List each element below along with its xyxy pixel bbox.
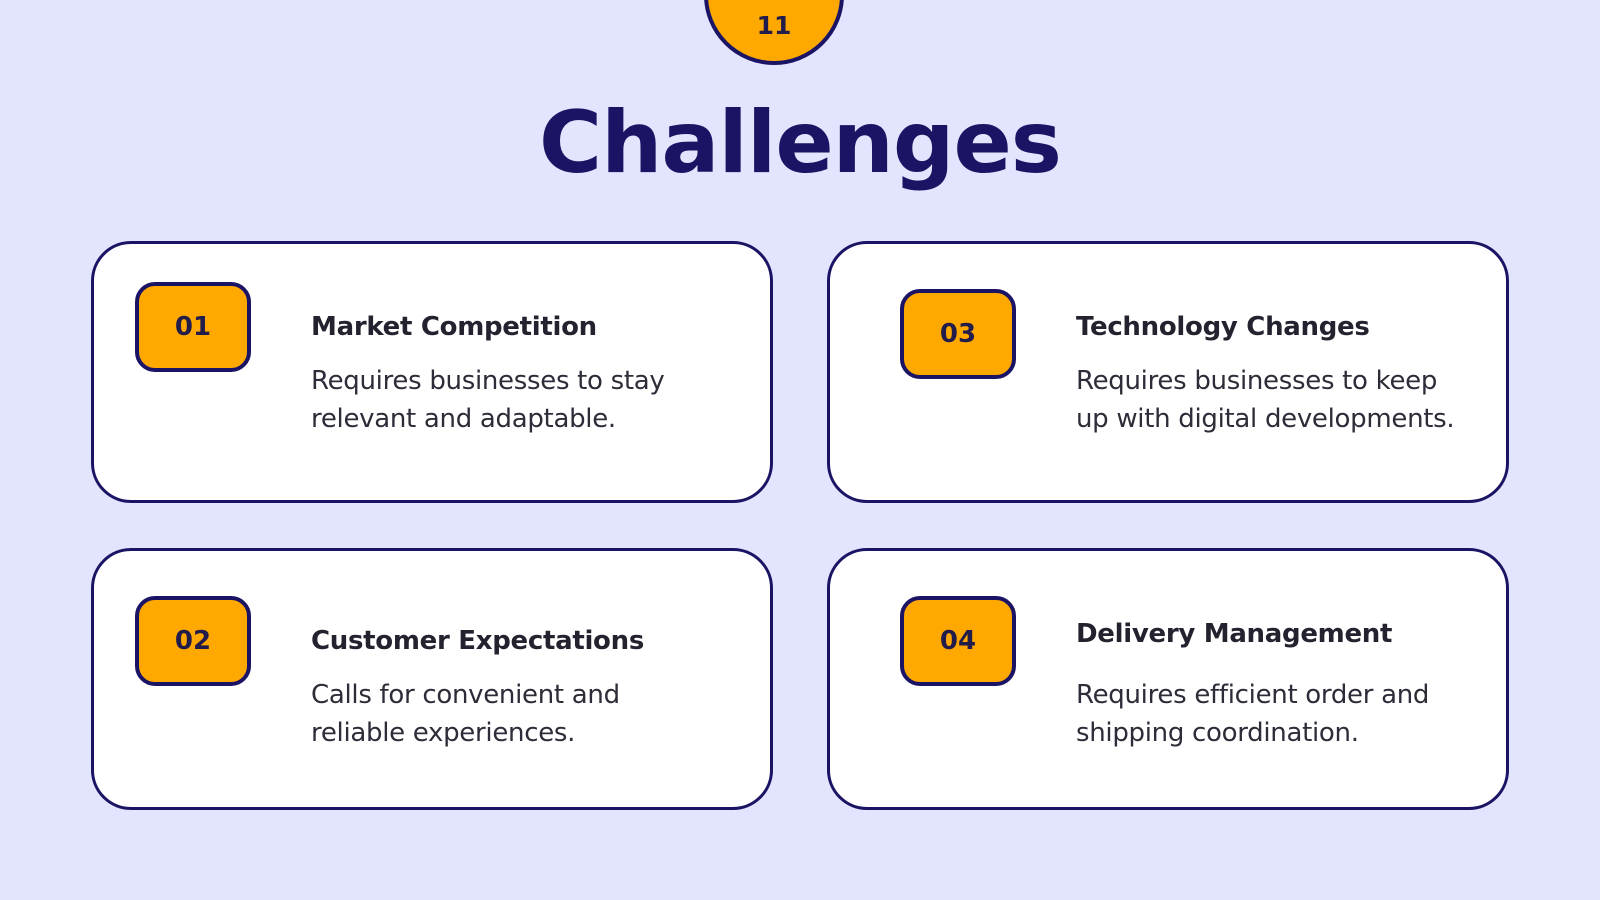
challenge-card-technology-changes: 03 Technology Changes Requires businesse… bbox=[827, 241, 1509, 503]
challenge-card-market-competition: 01 Market Competition Requires businesse… bbox=[91, 241, 773, 503]
card-heading: Market Competition bbox=[311, 312, 597, 342]
card-number-badge: 02 bbox=[135, 596, 251, 686]
card-number-badge: 03 bbox=[900, 289, 1016, 379]
card-description: Requires businesses to keep up with digi… bbox=[1076, 366, 1455, 434]
challenge-card-delivery-management: 04 Delivery Management Requires efficien… bbox=[827, 548, 1509, 810]
card-heading: Technology Changes bbox=[1076, 312, 1370, 342]
card-number-badge: 01 bbox=[135, 282, 251, 372]
card-heading: Customer Expectations bbox=[311, 626, 645, 656]
card-number-badge: 04 bbox=[900, 596, 1016, 686]
card-description: Requires efficient order and shipping co… bbox=[1076, 680, 1430, 748]
challenge-card-customer-expectations: 02 Customer Expectations Calls for conve… bbox=[91, 548, 773, 810]
slide-title: Challenges bbox=[539, 93, 1062, 193]
page-number: 11 bbox=[756, 11, 792, 40]
card-description: Calls for convenient and reliable experi… bbox=[311, 680, 620, 748]
card-heading: Delivery Management bbox=[1076, 619, 1393, 649]
card-description: Requires businesses to stay relevant and… bbox=[311, 366, 665, 434]
page-number-badge: 11 bbox=[704, 0, 844, 65]
